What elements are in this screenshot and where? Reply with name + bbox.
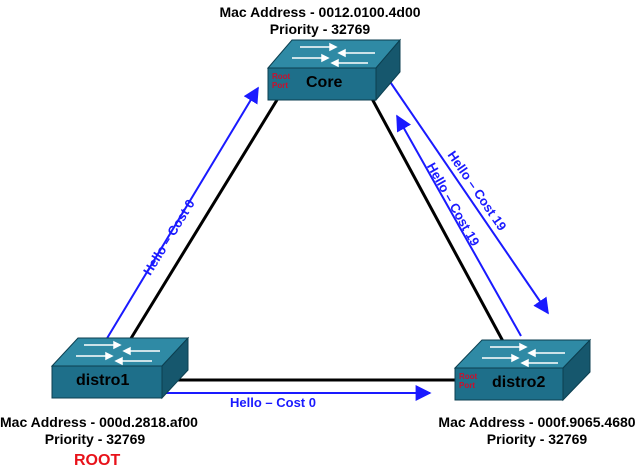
link-distro1-core	[128, 94, 282, 341]
core-root-port-line1: Root	[272, 72, 291, 81]
core-switch-name: Core	[306, 74, 343, 91]
switch-core-arrows-icon	[292, 42, 375, 68]
hello-label-distro1-distro2: Hello – Cost 0	[230, 395, 316, 410]
switch-distro2-arrows-icon	[482, 342, 565, 368]
core-priority-label: Priority - 32769	[269, 21, 371, 37]
core-root-port-badge: Root Port	[272, 72, 290, 90]
switch-core[interactable]	[266, 38, 402, 102]
core-mac-label: Mac Address - 0012.0100.4d00	[219, 4, 421, 20]
distro2-root-port-badge: Root Port	[459, 372, 477, 390]
distro1-switch-name: distro1	[76, 372, 130, 389]
switch-distro1-arrows-icon	[76, 340, 160, 366]
core-root-port-line2: Port	[272, 81, 288, 90]
distro1-mac-label: Mac Address - 000d.2818.af00	[0, 414, 198, 430]
distro2-root-port-line2: Port	[459, 381, 475, 390]
switch-distro2[interactable]	[453, 338, 592, 402]
distro2-priority-label: Priority - 32769	[486, 431, 588, 447]
link-core-distro2	[368, 94, 507, 346]
distro2-root-port-line1: Root	[459, 372, 478, 381]
switch-distro1[interactable]	[50, 336, 190, 400]
hello-arrow-core-distro2	[381, 69, 549, 315]
distro2-mac-label: Mac Address - 000f.9065.4680	[438, 414, 636, 430]
hello-arrow-distro1-core	[105, 86, 259, 341]
distro1-root-label: ROOT	[74, 452, 121, 469]
distro2-switch-name: distro2	[492, 374, 546, 391]
distro1-priority-label: Priority - 32769	[44, 431, 146, 447]
hello-arrow-distro2-core	[396, 114, 522, 337]
